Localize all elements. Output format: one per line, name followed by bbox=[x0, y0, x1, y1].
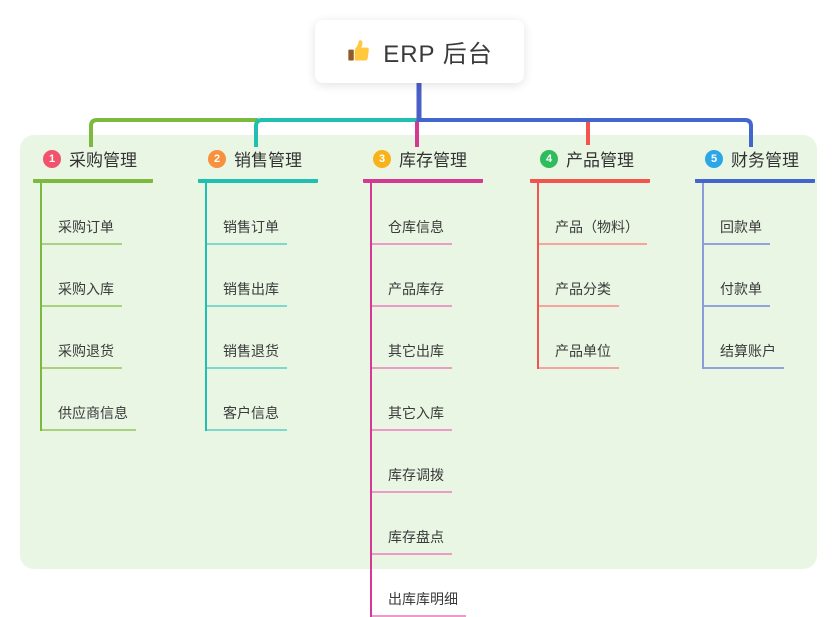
branch-children: 仓库信息 产品库存 其它出库 其它入库 库存调拨 库存盘点 出库库明细 bbox=[370, 183, 483, 617]
branch-title-product[interactable]: 4 产品管理 bbox=[530, 146, 650, 183]
branch-purchase: 1 采购管理 采购订单 采购入库 采购退货 供应商信息 bbox=[33, 146, 153, 431]
node-settlement-account[interactable]: 结算账户 bbox=[704, 307, 784, 369]
node-stock-count[interactable]: 库存盘点 bbox=[372, 493, 452, 555]
node-sales-order[interactable]: 销售订单 bbox=[207, 183, 287, 245]
node-payment-bill[interactable]: 付款单 bbox=[704, 245, 770, 307]
root-node-label: ERP 后台 bbox=[383, 41, 493, 68]
branch-title-finance[interactable]: 5 财务管理 bbox=[695, 146, 815, 183]
node-other-outbound[interactable]: 其它出库 bbox=[372, 307, 452, 369]
node-outbound-detail[interactable]: 出库库明细 bbox=[372, 555, 466, 617]
badge-4: 4 bbox=[540, 149, 558, 168]
node-stock-transfer[interactable]: 库存调拨 bbox=[372, 431, 452, 493]
branch-label: 财务管理 bbox=[731, 151, 799, 170]
node-product-category[interactable]: 产品分类 bbox=[539, 245, 619, 307]
node-other-inbound[interactable]: 其它入库 bbox=[372, 369, 452, 431]
node-purchase-order[interactable]: 采购订单 bbox=[42, 183, 122, 245]
branch-finance: 5 财务管理 回款单 付款单 结算账户 bbox=[695, 146, 815, 369]
branch-inventory: 3 库存管理 仓库信息 产品库存 其它出库 其它入库 库存调拨 库存盘点 出库库… bbox=[363, 146, 483, 617]
node-sales-return[interactable]: 销售退货 bbox=[207, 307, 287, 369]
branch-children: 回款单 付款单 结算账户 bbox=[702, 183, 815, 369]
branch-product: 4 产品管理 产品（物料） 产品分类 产品单位 bbox=[530, 146, 650, 369]
branch-label: 采购管理 bbox=[69, 151, 137, 170]
branch-children: 产品（物料） 产品分类 产品单位 bbox=[537, 183, 650, 369]
branch-sales: 2 销售管理 销售订单 销售出库 销售退货 客户信息 bbox=[198, 146, 318, 431]
branch-children: 销售订单 销售出库 销售退货 客户信息 bbox=[205, 183, 318, 431]
mindmap-panel bbox=[20, 135, 817, 569]
node-customer-info[interactable]: 客户信息 bbox=[207, 369, 287, 431]
node-purchase-inbound[interactable]: 采购入库 bbox=[42, 245, 122, 307]
thumbs-up-icon bbox=[346, 38, 373, 65]
branch-label: 产品管理 bbox=[566, 151, 634, 170]
node-receipt-bill[interactable]: 回款单 bbox=[704, 183, 770, 245]
node-product-material[interactable]: 产品（物料） bbox=[539, 183, 647, 245]
node-warehouse-info[interactable]: 仓库信息 bbox=[372, 183, 452, 245]
badge-1: 1 bbox=[43, 149, 61, 168]
node-sales-outbound[interactable]: 销售出库 bbox=[207, 245, 287, 307]
node-product-unit[interactable]: 产品单位 bbox=[539, 307, 619, 369]
badge-2: 2 bbox=[208, 149, 226, 168]
branch-title-inventory[interactable]: 3 库存管理 bbox=[363, 146, 483, 183]
node-supplier-info[interactable]: 供应商信息 bbox=[42, 369, 136, 431]
branch-label: 库存管理 bbox=[399, 151, 467, 170]
root-node-erp[interactable]: ERP 后台 bbox=[315, 20, 524, 83]
branch-title-sales[interactable]: 2 销售管理 bbox=[198, 146, 318, 183]
branch-children: 采购订单 采购入库 采购退货 供应商信息 bbox=[40, 183, 153, 431]
branch-label: 销售管理 bbox=[234, 151, 302, 170]
badge-5: 5 bbox=[705, 149, 723, 168]
badge-3: 3 bbox=[373, 149, 391, 168]
branch-title-purchase[interactable]: 1 采购管理 bbox=[33, 146, 153, 183]
node-purchase-return[interactable]: 采购退货 bbox=[42, 307, 122, 369]
node-product-stock[interactable]: 产品库存 bbox=[372, 245, 452, 307]
